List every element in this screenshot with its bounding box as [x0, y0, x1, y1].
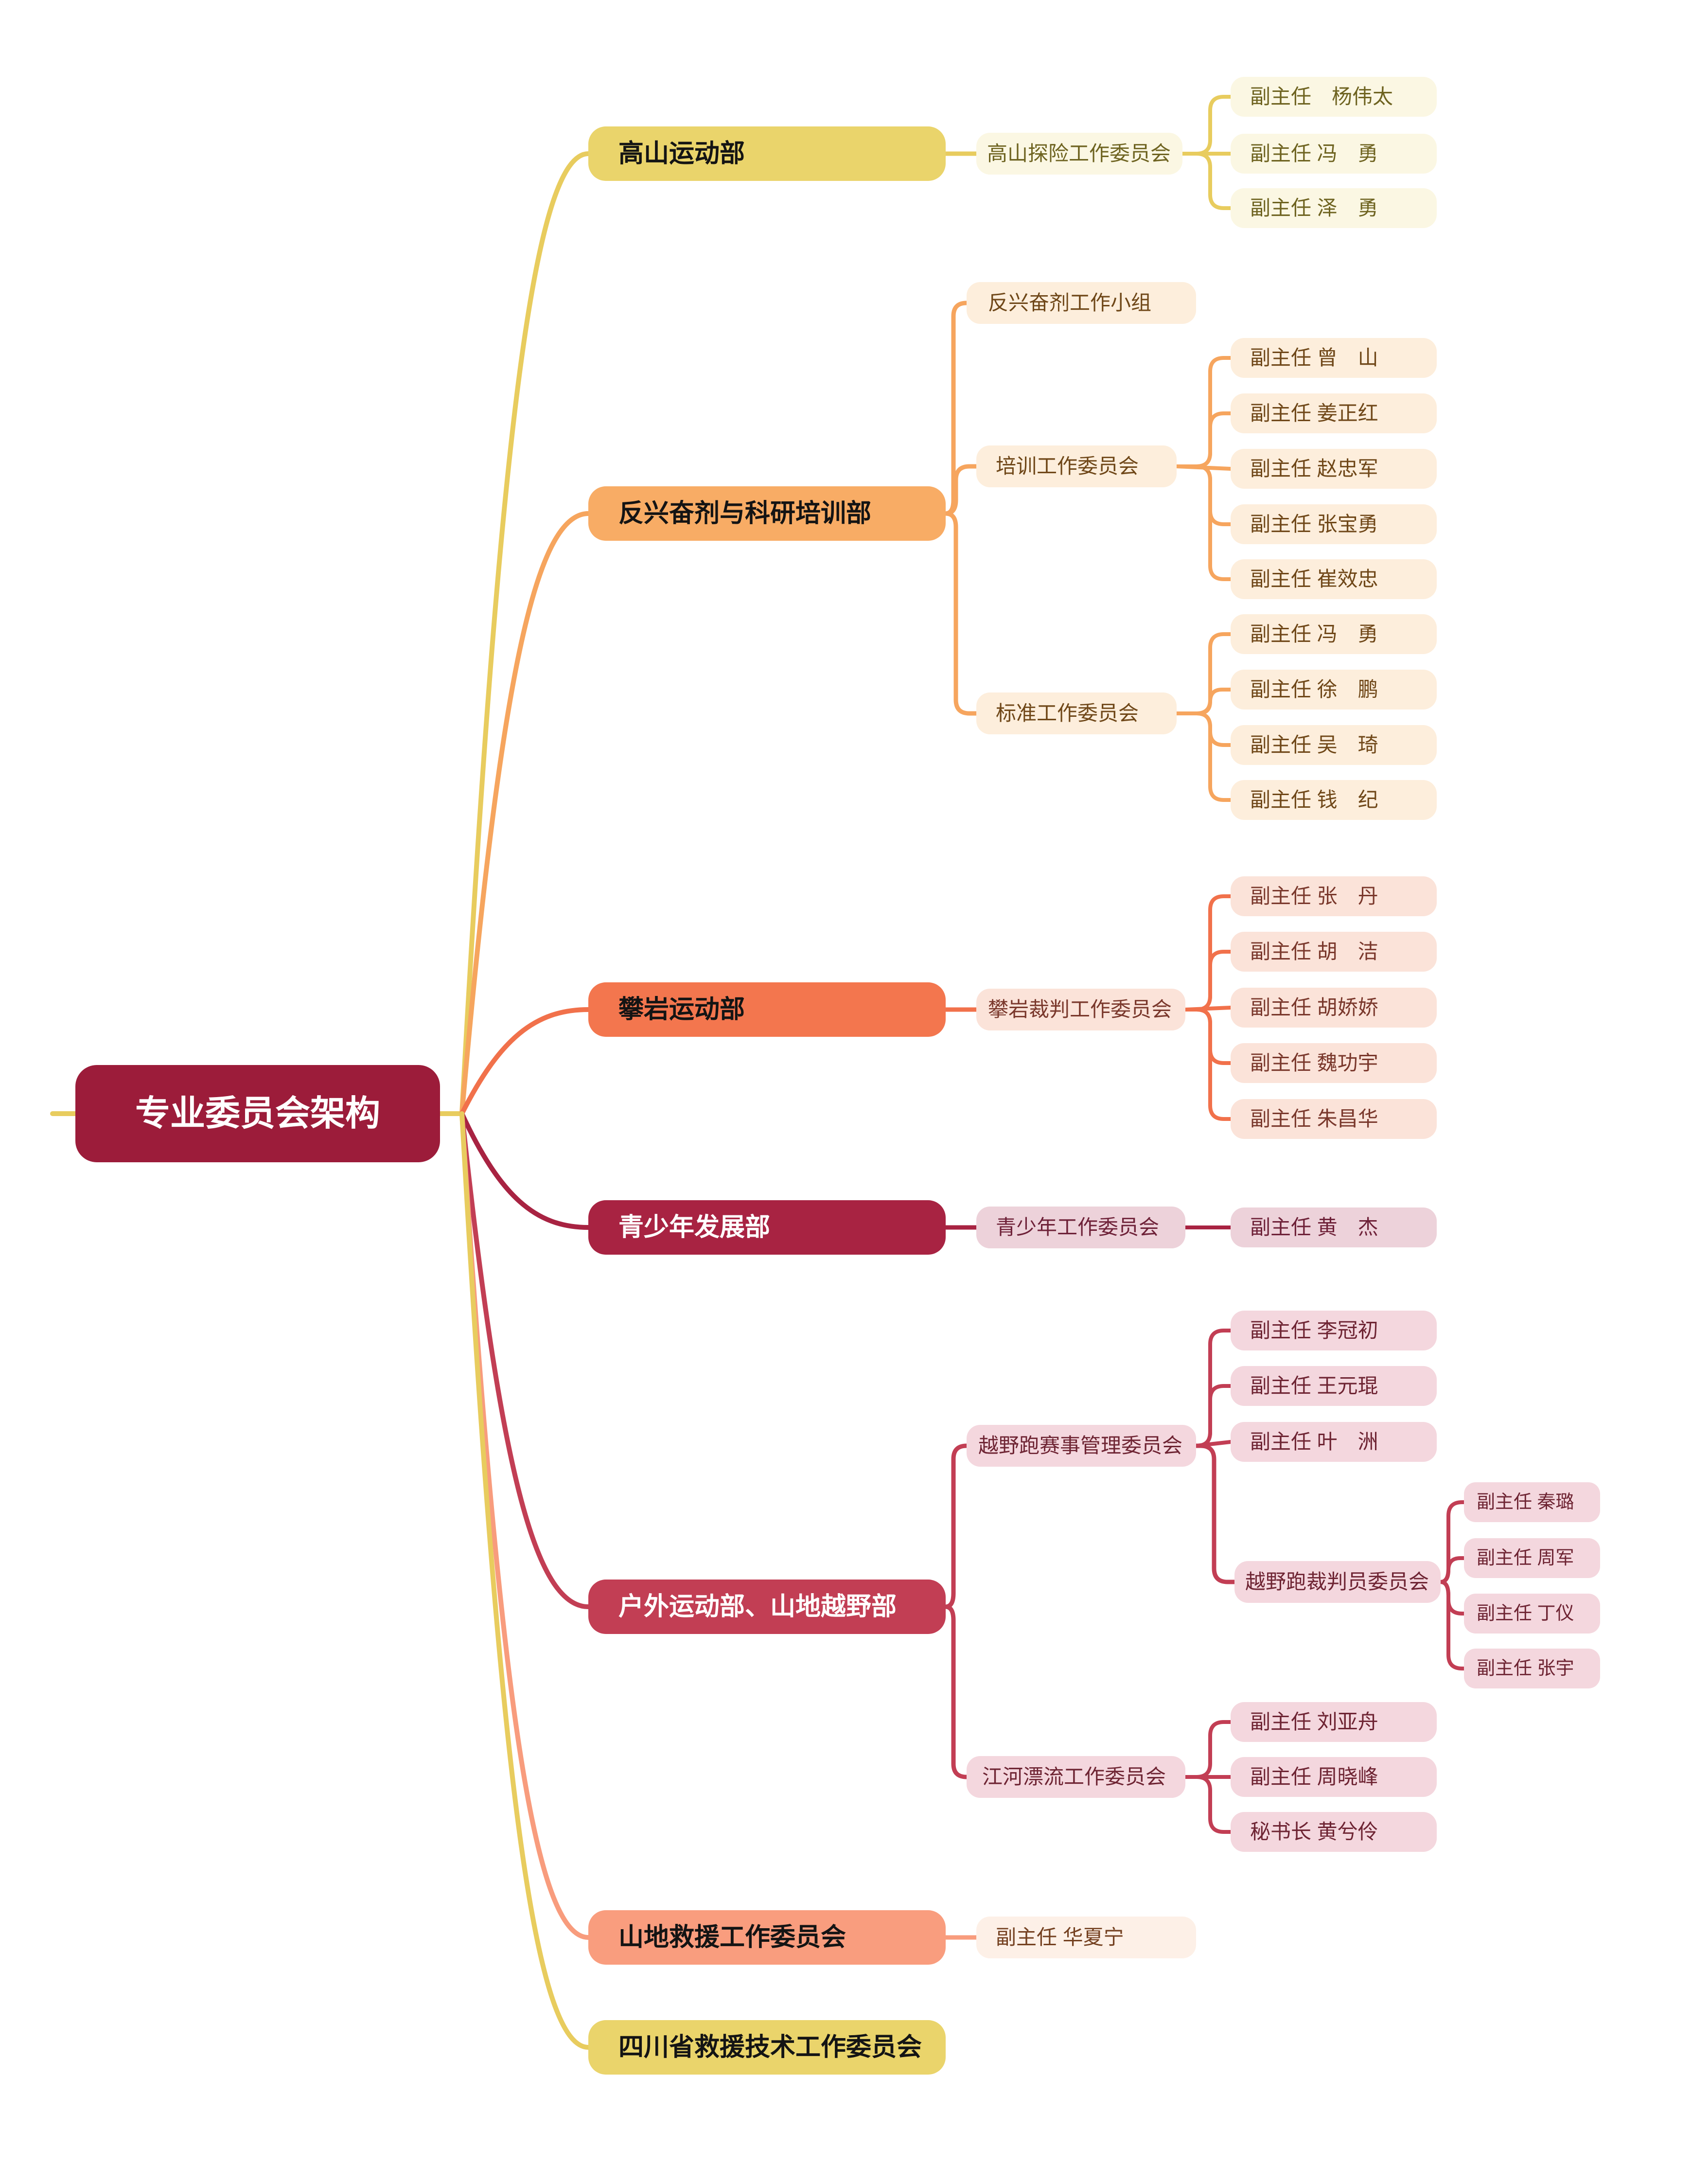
connector-line: [943, 301, 969, 516]
mindmap-node-b5c1l3[interactable]: 副主任 叶 洲: [1231, 1422, 1437, 1462]
mindmap-node-b2c3l4[interactable]: 副主任 钱 纪: [1231, 780, 1437, 820]
mindmap-node-b4c1[interactable]: 青少年工作委员会: [976, 1207, 1185, 1248]
mindmap-node-b5c1c4[interactable]: 越野跑裁判员委员会: [1234, 1561, 1441, 1603]
mindmap-node-b4c1l1[interactable]: 副主任 黄 杰: [1231, 1207, 1437, 1247]
mindmap-node-b5c2l2[interactable]: 副主任 周晓峰: [1231, 1757, 1437, 1797]
mindmap-node-b2c2l3[interactable]: 副主任 赵忠军: [1231, 449, 1437, 489]
mindmap-node-b3c1l4[interactable]: 副主任 魏功宇: [1231, 1043, 1437, 1083]
mindmap-node-b4[interactable]: 青少年发展部: [588, 1200, 946, 1255]
root-node[interactable]: 专业委员会架构: [75, 1065, 440, 1162]
connector-line: [459, 1007, 591, 1116]
connector-line: [1175, 688, 1233, 715]
mindmap-node-b2c3l2[interactable]: 副主任 徐 鹏: [1231, 670, 1437, 710]
connector-line: [1183, 1006, 1233, 1012]
mindmap-node-b3c1l3[interactable]: 副主任 胡娇娇: [1231, 988, 1437, 1028]
connector-line: [943, 1604, 969, 1779]
connector-line: [1175, 464, 1233, 471]
mindmap-node-b2c1[interactable]: 反兴奋剂工作小组: [967, 282, 1196, 324]
mindmap-node-b5c2l1[interactable]: 副主任 刘亚舟: [1231, 1702, 1437, 1742]
connector-line: [943, 464, 979, 516]
mindmap-node-b1c1[interactable]: 高山探险工作委员会: [976, 133, 1182, 175]
connector-line: [1175, 464, 1233, 526]
connector-line: [1175, 711, 1233, 802]
mindmap-node-b5c1l2[interactable]: 副主任 王元琨: [1231, 1366, 1437, 1406]
mindmap-node-b2c3l1[interactable]: 副主任 冯 勇: [1231, 614, 1437, 654]
mindmap-node-b2[interactable]: 反兴奋剂与科研培训部: [588, 486, 946, 541]
connector-line: [943, 1443, 969, 1609]
mindmap-node-b3c1l1[interactable]: 副主任 张 丹: [1231, 876, 1437, 916]
mindmap-node-b2c3l3[interactable]: 副主任 吴 琦: [1231, 725, 1437, 765]
mindmap-node-b6c1[interactable]: 副主任 华夏宁: [976, 1917, 1196, 1958]
connector-line: [1175, 711, 1233, 747]
mindmap-node-b2c2l5[interactable]: 副主任 崔效忠: [1231, 559, 1437, 599]
mindmap-node-b5c1c4l3[interactable]: 副主任 丁仪: [1464, 1594, 1600, 1634]
connector-line: [1181, 95, 1233, 156]
connector-line: [1439, 1556, 1466, 1584]
connector-line: [1194, 1440, 1233, 1448]
connector-line: [1439, 1580, 1466, 1616]
connector-line: [1183, 1008, 1233, 1121]
connector-line: [1194, 1329, 1233, 1448]
mindmap-node-b1c1l3[interactable]: 副主任 泽 勇: [1231, 188, 1437, 228]
connector-line: [1175, 464, 1233, 581]
mindmap-node-b5c2l3[interactable]: 秘书长 黄兮伶: [1231, 1812, 1437, 1852]
connector-line: [1175, 356, 1233, 468]
connector-line: [1194, 1384, 1233, 1448]
connector-line: [1181, 152, 1233, 210]
connector-line: [459, 511, 591, 1116]
connector-line: [1175, 632, 1233, 715]
mindmap-node-b3[interactable]: 攀岩运动部: [588, 982, 946, 1037]
mindmap-node-b2c2l1[interactable]: 副主任 曾 山: [1231, 338, 1437, 378]
connector-line: [1183, 894, 1233, 1012]
mindmap-node-b2c3[interactable]: 标准工作委员会: [976, 692, 1177, 734]
mindmap-node-b5c1c4l2[interactable]: 副主任 周军: [1464, 1538, 1600, 1578]
connector-line: [1439, 1580, 1466, 1670]
mindmap-node-b5c1[interactable]: 越野跑赛事管理委员会: [967, 1425, 1196, 1467]
mindmap-node-b3c1l5[interactable]: 副主任 朱昌华: [1231, 1099, 1437, 1139]
connector-line: [459, 1111, 591, 1609]
mindmap-node-b5c1c4l1[interactable]: 副主任 秦璐: [1464, 1482, 1600, 1522]
connector-line: [1183, 1720, 1233, 1779]
mindmap-node-b1c1l2[interactable]: 副主任 冯 勇: [1231, 134, 1437, 174]
connector-line: [459, 151, 591, 1116]
connector-line: [1194, 1443, 1237, 1584]
connector-line: [1439, 1500, 1466, 1584]
mindmap-node-b3c1l2[interactable]: 副主任 胡 洁: [1231, 932, 1437, 972]
mindmap-node-b2c2l4[interactable]: 副主任 张宝勇: [1231, 504, 1437, 544]
mindmap-node-b5c1l1[interactable]: 副主任 李冠初: [1231, 1311, 1437, 1350]
mindmap-node-b5c2[interactable]: 江河漂流工作委员会: [967, 1756, 1185, 1798]
mindmap-node-b1c1l1[interactable]: 副主任 杨伟太: [1231, 77, 1437, 117]
mindmap-node-b1[interactable]: 高山运动部: [588, 126, 946, 181]
mindmap-node-b2c2l2[interactable]: 副主任 姜正红: [1231, 393, 1437, 433]
mindmap-node-b2c2[interactable]: 培训工作委员会: [976, 445, 1177, 487]
mindmap-node-b6[interactable]: 山地救援工作委员会: [588, 1910, 946, 1965]
mindmap-node-b5[interactable]: 户外运动部、山地越野部: [588, 1580, 946, 1634]
connector-line: [1183, 1775, 1233, 1834]
connector-line: [459, 1111, 591, 1940]
mindmap-node-b7[interactable]: 四川省救援技术工作委员会: [588, 2020, 946, 2075]
connector-line: [459, 1111, 591, 2050]
connector-line: [459, 1111, 591, 1230]
connector-line: [943, 511, 979, 716]
mindmap-node-b5c1c4l4[interactable]: 副主任 张宇: [1464, 1649, 1600, 1688]
mindmap-node-b3c1[interactable]: 攀岩裁判工作委员会: [976, 989, 1185, 1030]
connector-line: [1183, 1008, 1233, 1065]
connector-line: [1175, 411, 1233, 468]
connector-line: [1183, 950, 1233, 1012]
